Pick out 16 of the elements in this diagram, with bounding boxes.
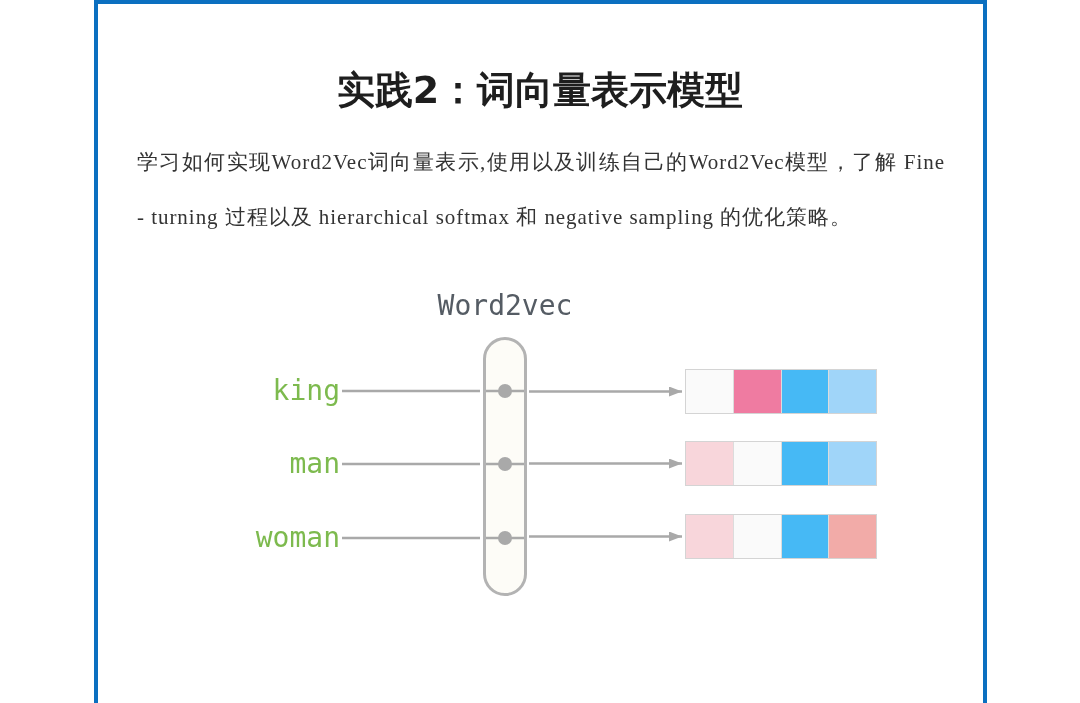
embedding-vector [685, 441, 877, 486]
embedding-vector [685, 369, 877, 414]
input-word: woman [255, 521, 340, 555]
model-capsule [483, 337, 527, 596]
connector-line [342, 389, 480, 393]
input-word: man [289, 447, 340, 481]
description-text: 学习如何实现Word2Vec词向量表示,使用以及训练自己的Word2Vec模型，了解 Fine - turning 过程以及 hierarchical softmax 和 negative sampling 的优化策略。 [137, 149, 945, 231]
page-title: 实践2：词向量表示模型 [335, 67, 745, 114]
connector-line [342, 462, 480, 466]
arrow [529, 386, 682, 397]
input-word: king [272, 374, 340, 408]
connector-line [342, 536, 480, 540]
embedding-vector [685, 514, 877, 559]
arrow [529, 458, 682, 469]
model-label: Word2vec [437, 289, 573, 323]
arrow [529, 531, 682, 542]
